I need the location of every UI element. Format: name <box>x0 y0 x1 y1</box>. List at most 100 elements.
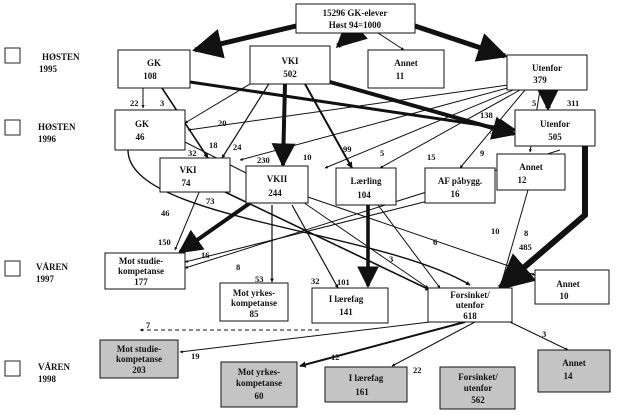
flow-label: 99 <box>343 144 352 154</box>
svg-text:VÅREN: VÅREN <box>36 262 69 272</box>
flow-label: 7 <box>146 320 151 330</box>
edge-af96-studie97 <box>184 199 433 263</box>
svg-text:85: 85 <box>250 309 260 319</box>
svg-text:kompetanse: kompetanse <box>231 298 277 308</box>
flow-label: 46 <box>161 208 170 218</box>
flow-label: 8 <box>236 262 240 272</box>
svg-text:14: 14 <box>564 371 574 381</box>
svg-text:I lærefag: I lærefag <box>329 294 364 304</box>
flow-label: 73 <box>206 196 215 206</box>
edge-forsinket97-studie98 <box>179 321 431 354</box>
svg-text:562: 562 <box>471 395 485 405</box>
svg-text:161: 161 <box>355 387 369 397</box>
flow-label: 5 <box>380 148 384 158</box>
flow-label: 53 <box>255 274 264 284</box>
flow-label: 3 <box>542 329 546 339</box>
node-annet98: Annet 14 <box>537 349 611 393</box>
node-laerefag97: I lærefag 141 <box>311 287 389 324</box>
flow-label: 10 <box>303 152 312 162</box>
node-laerefag98: I lærefag 161 <box>324 366 408 403</box>
flow-label: 8 <box>524 228 528 238</box>
svg-text:kompetanse: kompetanse <box>116 354 162 364</box>
svg-text:utenfor: utenfor <box>464 383 493 393</box>
edge-start-vki95 <box>335 16 368 49</box>
node-forsinket97: Forsinket/ utenfor 618 <box>427 287 513 323</box>
svg-text:kompetanse: kompetanse <box>236 378 282 388</box>
flow-label: 5 <box>532 98 536 108</box>
node-studie98: Mot studie- kompetanse 203 <box>99 339 179 379</box>
node-vkii96: VKII 244 <box>245 165 309 204</box>
flow-label: 15 <box>427 152 436 162</box>
flow-label: 19 <box>191 351 200 361</box>
flow-label: 311 <box>567 98 579 108</box>
edge-utenfor95-gk96 <box>187 83 516 132</box>
node-studie97: Mot studie- kompetanse 177 <box>104 252 186 290</box>
node-laerling96: Lærling 104 <box>335 167 397 206</box>
svg-text:104: 104 <box>357 190 371 200</box>
svg-text:15296 GK-elever: 15296 GK-elever <box>323 8 388 18</box>
node-utenfor95: Utenfor 379 <box>506 54 588 91</box>
flow-label: 16 <box>201 250 210 260</box>
edge-gk95-utenfor96 <box>189 80 517 137</box>
flow-label: 138 <box>480 110 493 120</box>
svg-text:108: 108 <box>143 71 157 81</box>
edge-vki95-utenfor96 <box>329 80 517 140</box>
edge-forsinket97-yrkes98 <box>299 321 466 368</box>
edge-start-gk95 <box>192 23 297 59</box>
svg-text:1996: 1996 <box>38 134 57 144</box>
svg-text:Mot yrkes-: Mot yrkes- <box>233 288 275 298</box>
edge-utenfor95-af96 <box>459 89 526 169</box>
edges <box>127 16 588 368</box>
edge-start-annet95 <box>377 32 405 51</box>
svg-text:Annet: Annet <box>519 162 543 172</box>
svg-text:Utenfor: Utenfor <box>540 119 570 129</box>
edge-utenfor95-vkii96 <box>324 87 519 169</box>
node-annet96: Annet 12 <box>496 153 566 191</box>
edge-vki95-vki96 <box>221 81 271 159</box>
node-af96: AF påbygg. 16 <box>424 167 496 204</box>
flow-label: 24 <box>233 142 242 152</box>
flow-label: 32 <box>311 276 320 286</box>
svg-text:Mot yrkes-: Mot yrkes- <box>238 367 280 377</box>
flow-label: 485 <box>519 242 532 252</box>
svg-text:505: 505 <box>548 132 562 142</box>
svg-text:16: 16 <box>451 189 461 199</box>
svg-text:Annet: Annet <box>556 279 580 289</box>
node-gk95: GK 108 <box>117 49 191 89</box>
svg-text:I lærefag: I lærefag <box>349 373 384 383</box>
edge-vkii96-studie97 <box>178 201 252 254</box>
edge-gk96-vkii96 <box>174 136 251 176</box>
svg-text:GK: GK <box>135 119 149 129</box>
edge-vki95-vkii96 <box>271 83 296 168</box>
svg-text:141: 141 <box>339 307 353 317</box>
node-utenfor96: Utenfor 505 <box>514 109 596 147</box>
svg-text:GK: GK <box>147 58 161 68</box>
svg-text:46: 46 <box>136 132 146 142</box>
svg-text:244: 244 <box>268 188 282 198</box>
edge-vki96-forsinket97 <box>224 191 431 291</box>
flow-label: 20 <box>218 118 227 128</box>
edge-start-utenfor95 <box>414 23 508 62</box>
node-yrkes97: Mot yrkes- kompetanse 85 <box>219 282 289 322</box>
period-v98: VÅREN 1998 <box>4 360 71 384</box>
svg-text:VÅREN: VÅREN <box>38 362 71 372</box>
edge-vkii96-laerefag97 <box>291 204 339 289</box>
svg-text:1995: 1995 <box>39 64 58 74</box>
svg-text:Annet: Annet <box>394 58 418 68</box>
flow-label: 6 <box>433 237 437 247</box>
edge-laerling96-forsinket97 <box>377 204 441 289</box>
svg-text:Mot studie-: Mot studie- <box>117 344 161 354</box>
svg-text:Annet: Annet <box>562 358 586 368</box>
svg-text:Forsinket/: Forsinket/ <box>458 372 498 382</box>
edge-forsinket97-laerefag98 <box>391 321 476 367</box>
flow-label: 22 <box>413 365 422 375</box>
svg-text:379: 379 <box>533 75 547 85</box>
svg-text:618: 618 <box>463 311 477 321</box>
period-h96: HØSTEN 1996 <box>4 119 76 144</box>
node-forsinket98: Forsinket/ utenfor 562 <box>439 366 516 410</box>
flow-label: 32 <box>188 148 197 158</box>
flow-label: 12 <box>331 352 340 362</box>
node-annet97: Annet 10 <box>534 269 610 305</box>
period-v97: VÅREN 1997 <box>4 260 69 284</box>
flow-label: 3 <box>160 98 164 108</box>
